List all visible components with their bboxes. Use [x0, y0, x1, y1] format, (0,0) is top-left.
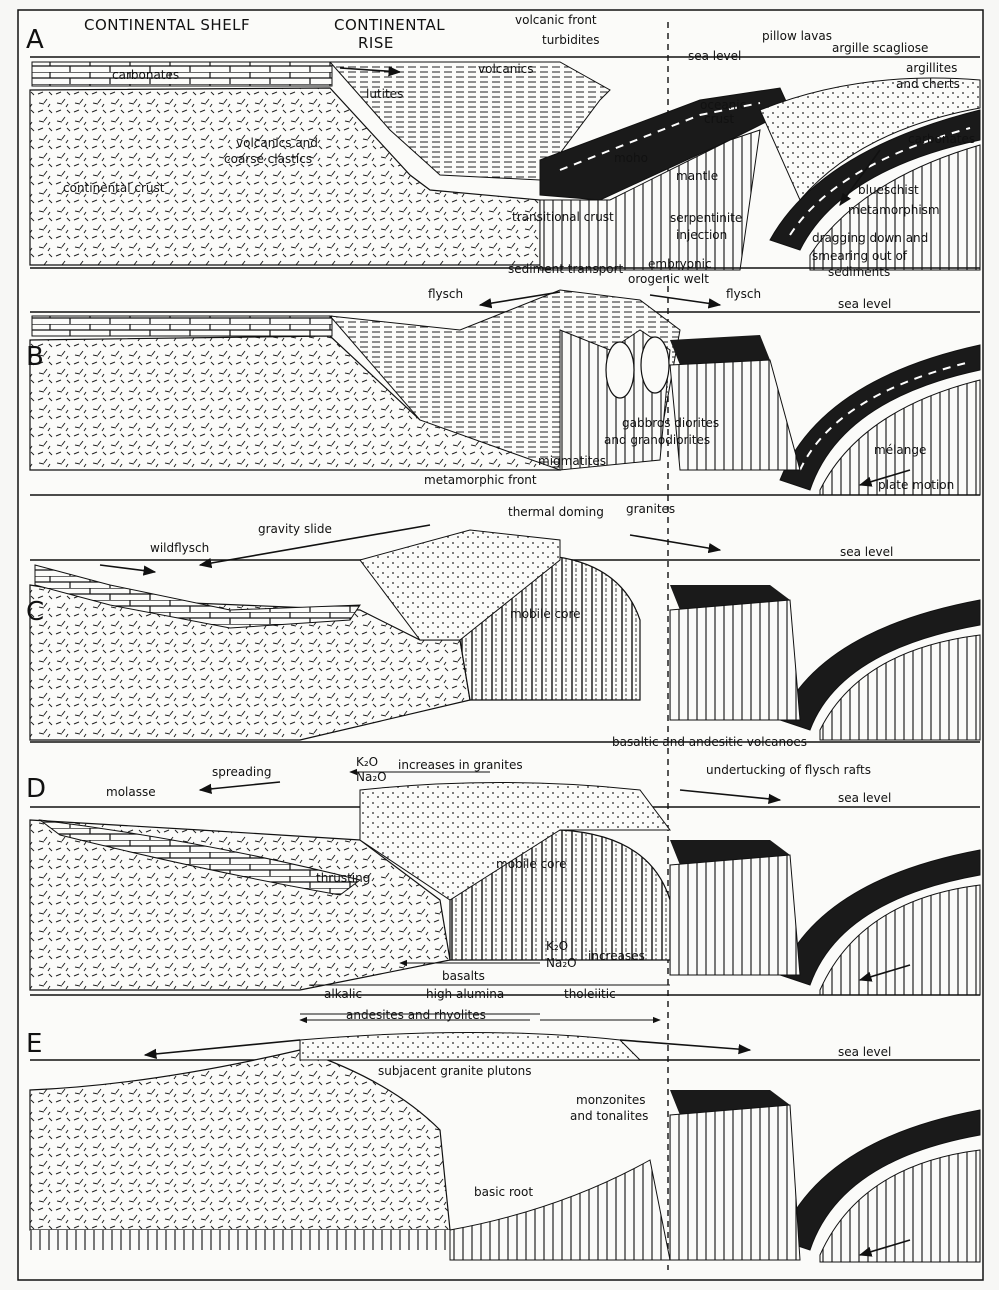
- label-wildflysch: wildflysch: [150, 541, 209, 555]
- label-mobile-core-d: mobile core: [496, 857, 567, 871]
- label-serpentinite: serpentinite: [670, 211, 742, 225]
- label-alkalic: alkalic: [324, 987, 362, 1001]
- label-sea-level-d: sea level: [838, 791, 891, 805]
- label-gravity-slide: gravity slide: [258, 522, 332, 536]
- panel-letter-c: C: [26, 597, 44, 627]
- label-tholeiitic: tholeiitic: [564, 987, 616, 1001]
- label-metamorphism: metamorphism: [848, 203, 940, 217]
- label-molasse: molasse: [106, 785, 156, 799]
- label-basaltic-andesitic: basaltic and andesitic volcanoes: [612, 735, 807, 749]
- label-turbidites: turbidites: [542, 33, 600, 47]
- label-mantle: mantle: [676, 169, 718, 183]
- label-spreading: spreading: [212, 765, 271, 779]
- label-gabbros-diorites: gabbros diorites: [622, 416, 719, 430]
- label-carbonates: carbonates: [112, 68, 179, 82]
- label-and-cherts: and cherts: [896, 77, 960, 91]
- label-pillow-lavas: pillow lavas: [762, 29, 832, 43]
- label-embryonic: embryonic: [648, 257, 712, 271]
- label-and-granodiorites: and granodiorites: [604, 433, 710, 447]
- label-plate-motion: plate motion: [878, 478, 954, 492]
- label-blueschist: blueschist: [858, 183, 919, 197]
- label-sea-level-e: sea level: [838, 1045, 891, 1059]
- label-melange: mélange: [874, 443, 926, 457]
- label-andesites-rhyolites: andesites and rhyolites: [346, 1008, 486, 1022]
- label-k2o-b: K₂O: [546, 939, 568, 953]
- panel-letter-d: D: [26, 774, 46, 804]
- label-continental-crust: continental crust: [63, 181, 165, 195]
- label-k2o: K₂O: [356, 755, 378, 769]
- label-sea-level-a: sea level: [688, 49, 741, 63]
- label-basic-root: basic root: [474, 1185, 533, 1199]
- label-metamorphic-front: metamorphic front: [424, 473, 537, 487]
- label-increases-in-granites: increases in granites: [398, 758, 523, 772]
- label-flysch-right: flysch: [726, 287, 761, 301]
- header-continental: CONTINENTAL: [334, 16, 445, 34]
- panel-letter-a: A: [26, 25, 44, 55]
- label-basalts: basalts: [442, 969, 485, 983]
- label-thrusting: thrusting: [316, 871, 370, 885]
- label-sea-level-b: sea level: [838, 297, 891, 311]
- label-sediments: sediments: [828, 265, 890, 279]
- label-and-tonalites: and tonalites: [570, 1109, 648, 1123]
- header-rise: RISE: [358, 34, 394, 52]
- label-argille-scagliose: argille scagliose: [832, 41, 928, 55]
- label-migmatites: migmatites: [538, 454, 606, 468]
- label-volcanics-and: volcanics and: [236, 136, 318, 150]
- label-crust: crust: [704, 112, 734, 126]
- panel-letter-e: E: [26, 1029, 42, 1059]
- label-high-alumina: high alumina: [426, 987, 504, 1001]
- label-increases: increases: [588, 949, 645, 963]
- label-sediment-transport: sediment transport: [508, 262, 624, 276]
- label-sea-level-c: sea level: [840, 545, 893, 559]
- label-lutites: lutites: [366, 87, 403, 101]
- label-injection: injection: [676, 228, 727, 242]
- label-flysch-left: flysch: [428, 287, 463, 301]
- label-coarse-clastics: coarse clastics: [224, 152, 312, 166]
- label-undertucking: undertucking of flysch rafts: [706, 763, 871, 777]
- label-volcanics: volcanics: [478, 62, 534, 76]
- label-transitional-crust: transitional crust: [512, 210, 614, 224]
- label-oceanic: oceanic: [700, 98, 746, 112]
- label-dragging-down: dragging down and: [812, 231, 928, 245]
- carbonates-layer: [32, 62, 332, 86]
- label-smearing-out: smearing out of: [812, 249, 908, 263]
- label-na2o: Na₂O: [356, 770, 387, 784]
- label-na2o-b: Na₂O: [546, 956, 577, 970]
- label-moho: moho: [614, 151, 648, 165]
- label-granites: granites: [626, 502, 675, 516]
- label-argillites: argillites: [906, 61, 957, 75]
- label-orogenic-welt: orogenic welt: [628, 272, 709, 286]
- label-monzonites: monzonites: [576, 1093, 646, 1107]
- label-subjacent-granite: subjacent granite plutons: [378, 1064, 531, 1078]
- label-volcanic-front: volcanic front: [515, 13, 597, 27]
- header-continental-shelf: CONTINENTAL SHELF: [84, 16, 250, 34]
- label-carbonates-right: carbonates: [908, 132, 975, 146]
- label-thermal-doming: thermal doming: [508, 505, 604, 519]
- panel-letter-b: B: [26, 342, 44, 372]
- label-mobile-core-c: mobile core: [510, 607, 581, 621]
